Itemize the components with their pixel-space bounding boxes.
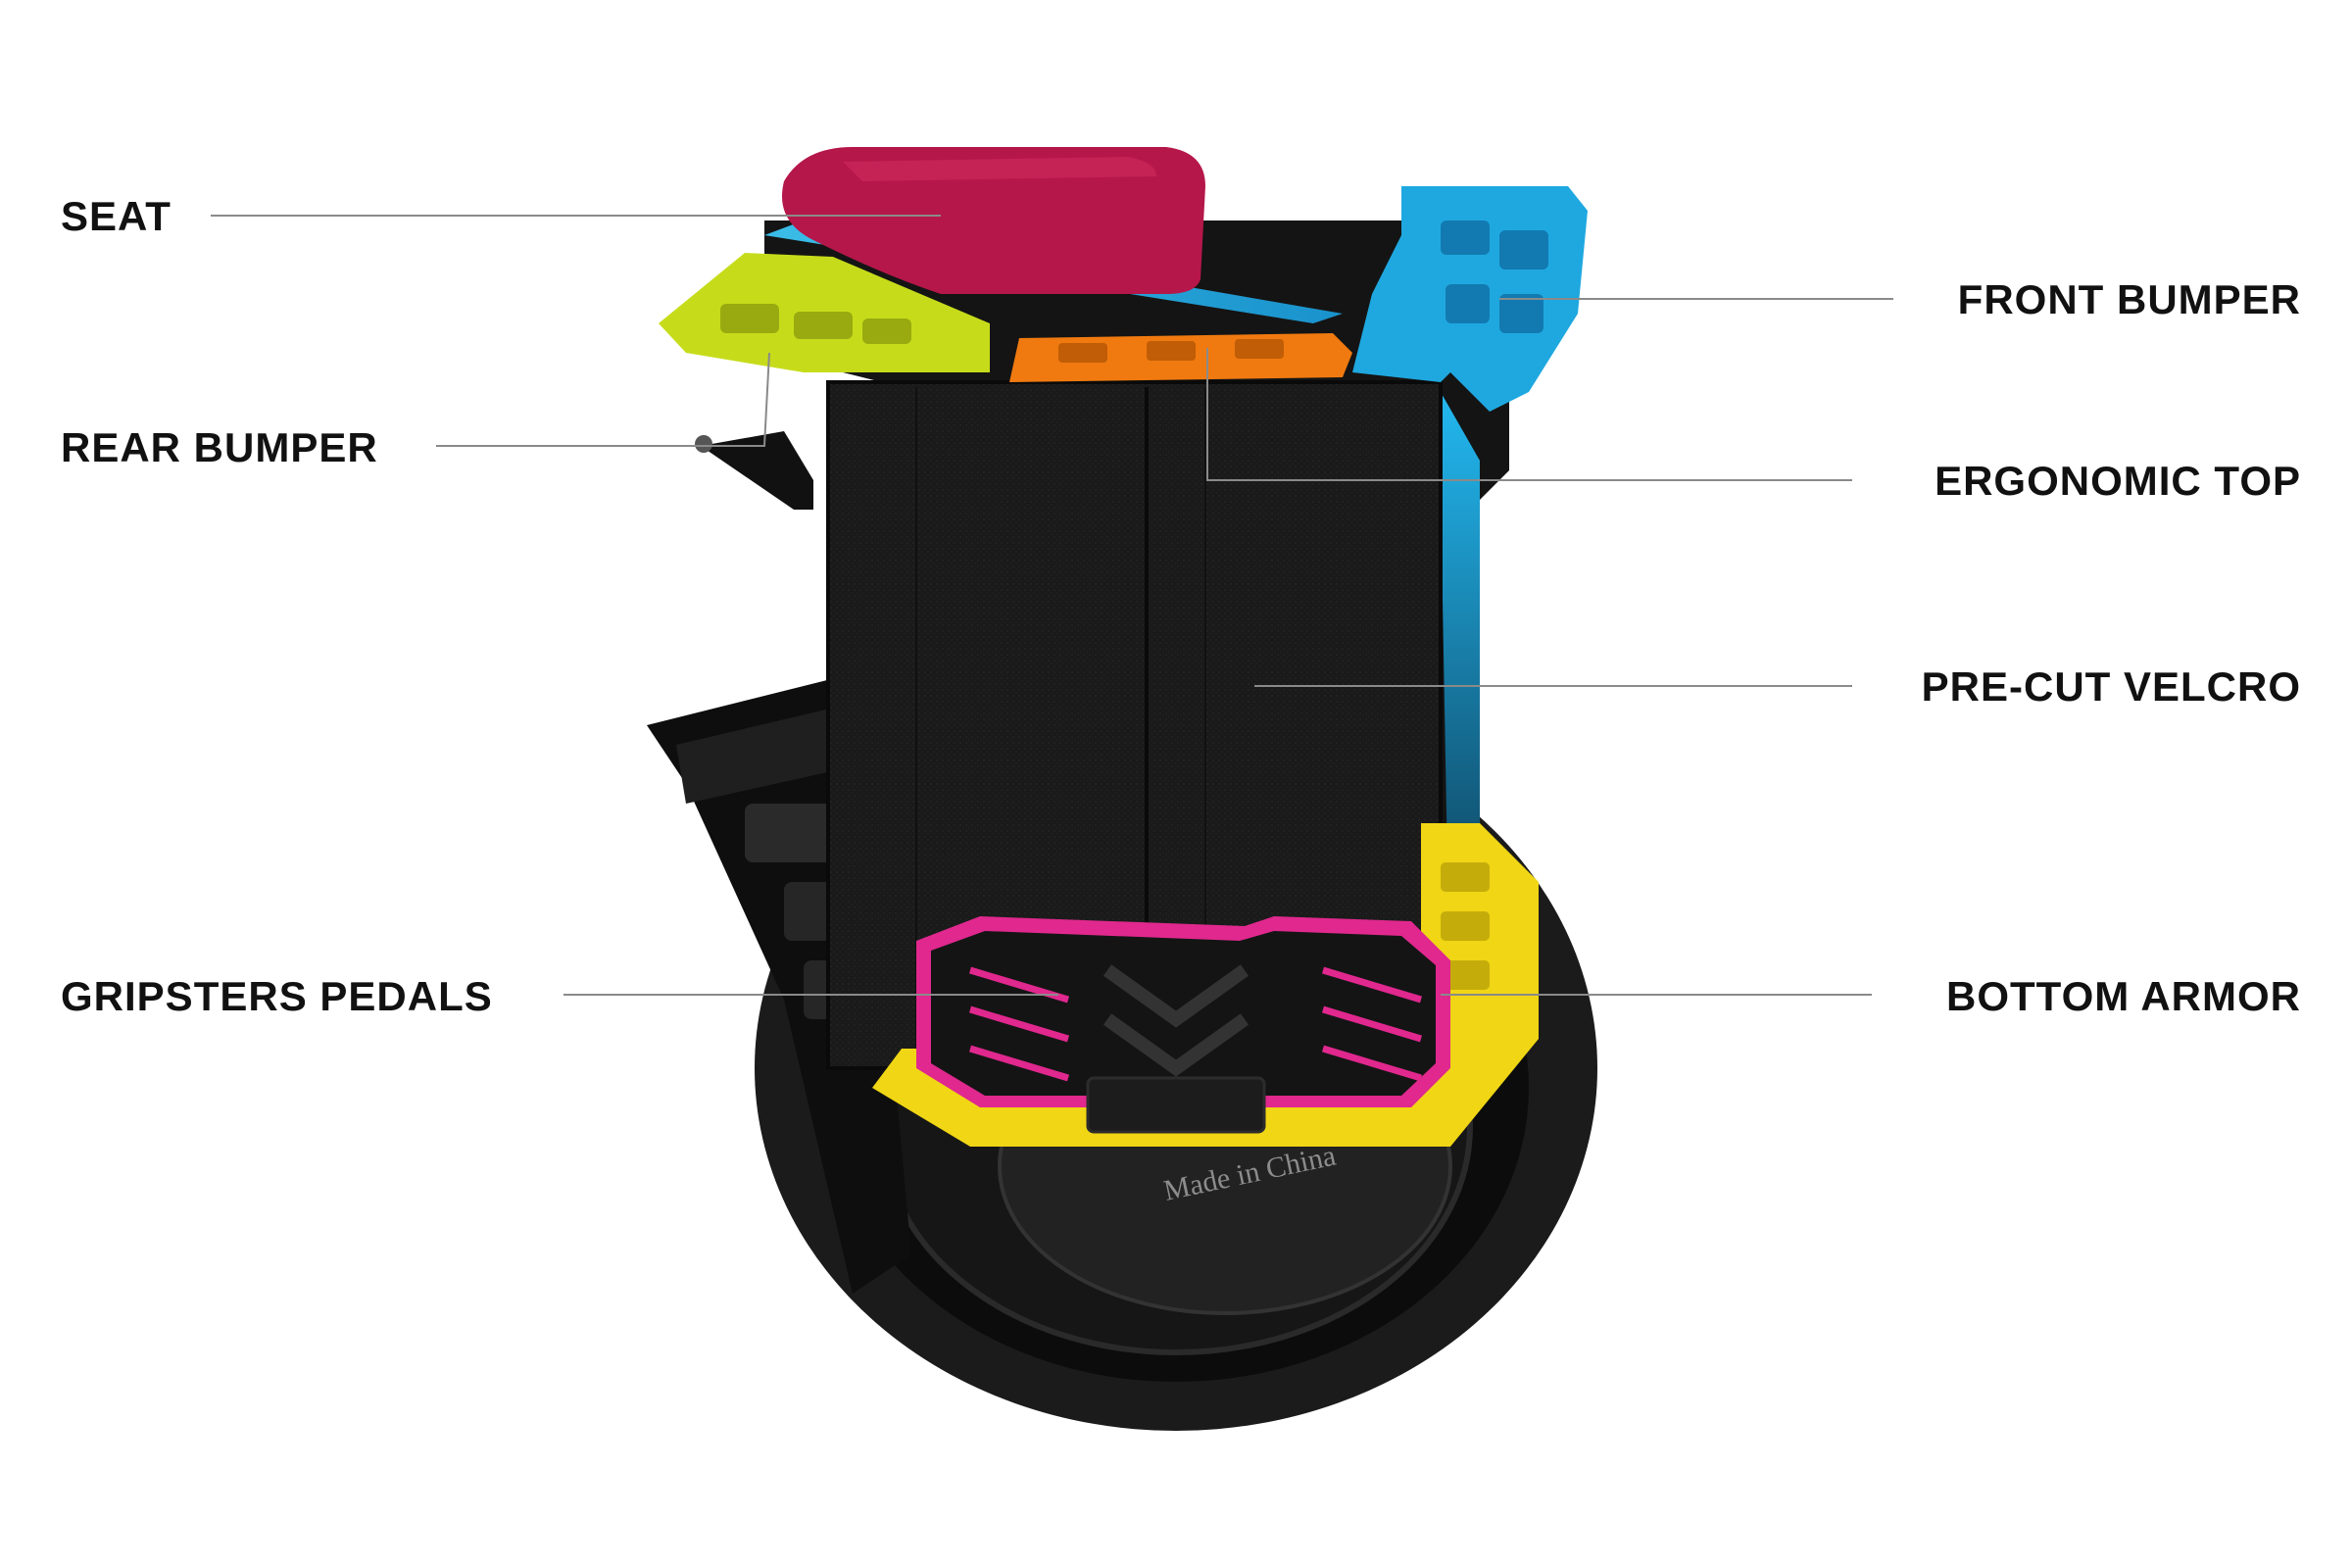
kickstand-arm [701, 431, 813, 510]
kickstand-bolt [695, 435, 712, 453]
seat [782, 147, 1205, 294]
rear-bumper-leader [436, 352, 770, 447]
bottom-armor-label: BOTTOM ARMOR [1946, 973, 2301, 1019]
ergonomic-top [1009, 333, 1352, 382]
seat-label: SEAT [61, 193, 172, 239]
gripsters-pedals [916, 916, 1450, 1134]
front-bumper [1352, 186, 1588, 412]
leader-lines [211, 215, 1893, 996]
ergonomic-top-label: ERGONOMIC TOP [1935, 458, 2301, 504]
ergonomic-top-leader [1206, 348, 1852, 481]
rear-bumper [659, 253, 990, 372]
seat-highlight [843, 157, 1156, 181]
pre-cut-velcro-label: PRE-CUT VELCRO [1921, 663, 2301, 710]
front-bumper-label: FRONT BUMPER [1957, 276, 2301, 322]
gripsters-pedals-label: GRIPSTERS PEDALS [61, 973, 493, 1019]
rear-bumper-label: REAR BUMPER [61, 424, 378, 470]
